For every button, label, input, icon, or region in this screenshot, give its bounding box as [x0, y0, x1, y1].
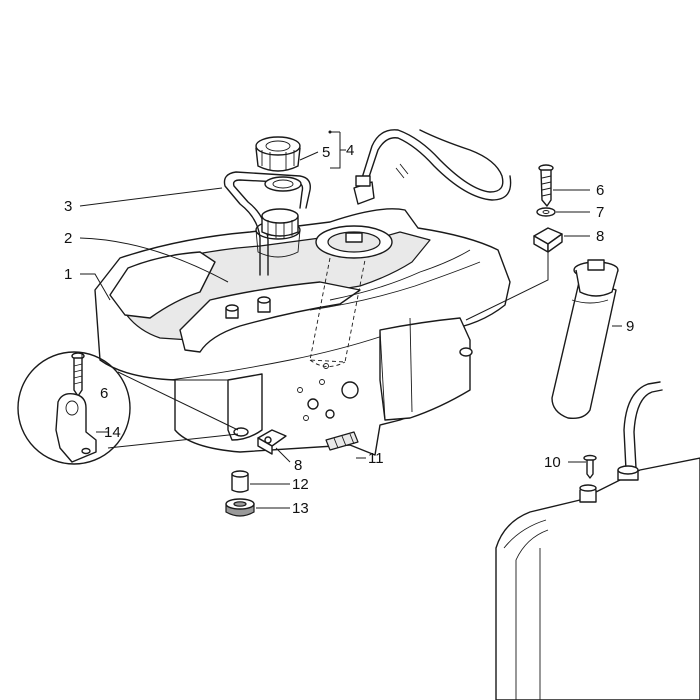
callout-4: 4	[346, 142, 354, 159]
callout-12: 12	[292, 476, 309, 493]
callout-3: 3	[64, 198, 72, 215]
callout-13: 13	[292, 500, 309, 517]
sender-cable	[353, 129, 512, 205]
clip-nut-upper	[533, 227, 563, 253]
frame-section	[495, 381, 700, 700]
callout-7: 7	[596, 204, 604, 221]
screw-upper	[538, 164, 554, 207]
clip-nut-lower	[257, 429, 287, 455]
callout-1: 1	[64, 266, 72, 283]
detail-view-circle	[17, 351, 239, 465]
callout-8-right: 8	[596, 228, 604, 245]
fuel-tank	[94, 208, 511, 456]
callout-5: 5	[322, 144, 330, 161]
callout-14: 14	[104, 424, 121, 441]
callout-11: 11	[368, 450, 384, 467]
callout-2: 2	[64, 230, 72, 247]
callout-9: 9	[626, 318, 634, 335]
rubber-strip	[325, 431, 359, 451]
filler-cap	[255, 136, 301, 172]
leader-lines	[79, 130, 622, 509]
washer	[536, 207, 556, 217]
callout-10: 10	[544, 454, 561, 471]
fuel-pump-sender	[551, 259, 619, 420]
callout-6-detail: 6	[100, 385, 108, 402]
callout-8-bottom: 8	[294, 457, 302, 474]
filler-neck-insert	[261, 208, 299, 238]
rubber-grommet	[225, 498, 255, 517]
filler-seal-ring	[264, 176, 302, 192]
callout-labels: 1 2 3 4 5 6 7 8 9 6 14 8 11 12 13 10	[64, 142, 634, 517]
screw-small	[583, 454, 597, 479]
spacer-sleeve	[231, 470, 249, 493]
callout-6-right: 6	[596, 182, 604, 199]
